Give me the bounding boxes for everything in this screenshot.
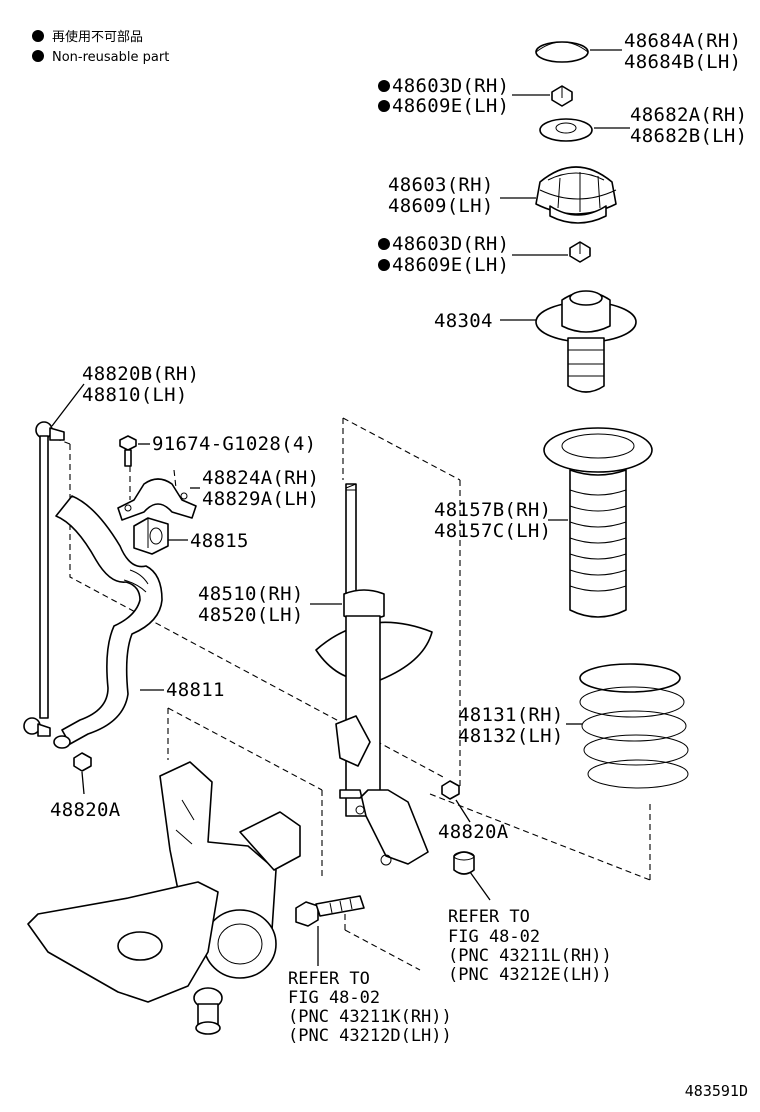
svg-text:48820B(RH): 48820B(RH): [82, 363, 199, 385]
upper-support-48603[interactable]: [535, 166, 617, 224]
svg-text:48157B(RH): 48157B(RH): [434, 499, 551, 521]
non-reusable-mark-icon: [378, 259, 390, 271]
figure-code: 483591D: [685, 1082, 748, 1100]
leader-line: [469, 871, 491, 901]
label-48157: 48157B(RH) 48157C(LH): [434, 499, 551, 542]
filled-circle-icon: [32, 50, 44, 62]
bushing-48815[interactable]: [133, 517, 169, 555]
label-48510: 48510(RH) 48520(LH): [198, 583, 304, 626]
svg-text:48609E(LH): 48609E(LH): [392, 95, 509, 117]
non-reusable-mark-icon: [378, 80, 390, 92]
legend-label-jp: 再使用不可部品: [52, 29, 143, 45]
label-48603d-lower: 48603D(RH) 48609E(LH): [378, 233, 509, 276]
label-48820a-right: 48820A: [438, 821, 509, 843]
svg-text:48684B(LH): 48684B(LH): [624, 51, 741, 73]
svg-text:48682A(RH): 48682A(RH): [630, 104, 747, 126]
nut-48603d-top[interactable]: [551, 85, 573, 107]
guide-line: [173, 469, 177, 489]
nut-48603d-lower[interactable]: [569, 241, 591, 263]
bolt-91674[interactable]: [119, 435, 137, 467]
svg-text:48157C(LH): 48157C(LH): [434, 520, 551, 542]
washer-48682[interactable]: [539, 118, 593, 142]
dust-cap-48684[interactable]: [535, 41, 589, 63]
svg-text:(PNC 43212E(LH)): (PNC 43212E(LH)): [448, 965, 612, 985]
steering-knuckle: [159, 761, 301, 979]
svg-text:(PNC 43211L(RH)): (PNC 43211L(RH)): [448, 946, 612, 966]
legend: 再使用不可部品 Non-reusable part: [32, 29, 169, 65]
svg-text:(PNC 43211K(RH)): (PNC 43211K(RH)): [288, 1007, 452, 1027]
nut-48820a-right[interactable]: [441, 780, 460, 800]
bushing-48-02-right[interactable]: [453, 851, 475, 875]
non-reusable-mark-icon: [378, 238, 390, 250]
strut-assembly-48510[interactable]: [315, 483, 433, 866]
svg-text:48520(LH): 48520(LH): [198, 604, 304, 626]
label-48682: 48682A(RH) 48682B(LH): [630, 104, 747, 147]
svg-text:REFER TO: REFER TO: [288, 969, 370, 989]
svg-text:(PNC 43212D(LH)): (PNC 43212D(LH)): [288, 1026, 452, 1046]
bracket-48824a[interactable]: [117, 478, 197, 521]
label-48820b: 48820B(RH) 48810(LH): [82, 363, 199, 406]
assembly-dashed-outline: [53, 417, 651, 971]
svg-text:FIG 48-02: FIG 48-02: [288, 988, 380, 1008]
bellows-48157[interactable]: [543, 427, 653, 618]
coil-spring-48131[interactable]: [579, 663, 689, 789]
svg-text:48824A(RH): 48824A(RH): [202, 467, 319, 489]
svg-text:48510(RH): 48510(RH): [198, 583, 304, 605]
label-91674: 91674-G1028(4): [152, 433, 316, 455]
label-48824: 48824A(RH) 48829A(LH): [202, 467, 319, 510]
label-48684: 48684A(RH) 48684B(LH): [624, 30, 741, 73]
label-48603d-top: 48603D(RH) 48609E(LH): [378, 75, 509, 117]
svg-text:48132(LH): 48132(LH): [458, 725, 564, 747]
svg-text:48603D(RH): 48603D(RH): [392, 233, 509, 255]
nut-48820a-left[interactable]: [73, 752, 92, 772]
leader-line: [51, 383, 85, 427]
svg-text:48609(LH): 48609(LH): [388, 195, 494, 217]
svg-text:48131(RH): 48131(RH): [458, 704, 564, 726]
label-48131: 48131(RH) 48132(LH): [458, 704, 564, 747]
svg-text:48603D(RH): 48603D(RH): [392, 75, 509, 97]
bolt-48-02-left[interactable]: [295, 895, 365, 927]
label-48820a-left: 48820A: [50, 799, 121, 821]
svg-text:48609E(LH): 48609E(LH): [392, 254, 509, 276]
label-48603: 48603(RH) 48609(LH): [388, 174, 494, 217]
label-48304: 48304: [434, 310, 493, 332]
lower-arm: [27, 881, 223, 1035]
refer-left: REFER TO FIG 48-02 (PNC 43211K(RH)) (PNC…: [288, 969, 452, 1046]
stabilizer-bar-48811[interactable]: [53, 495, 163, 749]
refer-right: REFER TO FIG 48-02 (PNC 43211L(RH)) (PNC…: [448, 907, 612, 985]
label-48815: 48815: [190, 530, 249, 552]
non-reusable-mark-icon: [378, 100, 390, 112]
stabilizer-link-48820b[interactable]: [23, 421, 65, 737]
svg-text:48682B(LH): 48682B(LH): [630, 125, 747, 147]
svg-text:48810(LH): 48810(LH): [82, 384, 188, 406]
svg-text:48603(RH): 48603(RH): [388, 174, 494, 196]
svg-text:FIG 48-02: FIG 48-02: [448, 927, 540, 947]
leader-line: [455, 799, 471, 823]
svg-text:48829A(LH): 48829A(LH): [202, 488, 319, 510]
svg-text:48684A(RH): 48684A(RH): [624, 30, 741, 52]
leader-line: [81, 771, 85, 795]
filled-circle-icon: [32, 30, 44, 42]
svg-text:REFER TO: REFER TO: [448, 907, 530, 927]
label-48811: 48811: [166, 679, 225, 701]
spring-seat-48304[interactable]: [535, 290, 637, 393]
legend-label-en: Non-reusable part: [52, 50, 169, 65]
